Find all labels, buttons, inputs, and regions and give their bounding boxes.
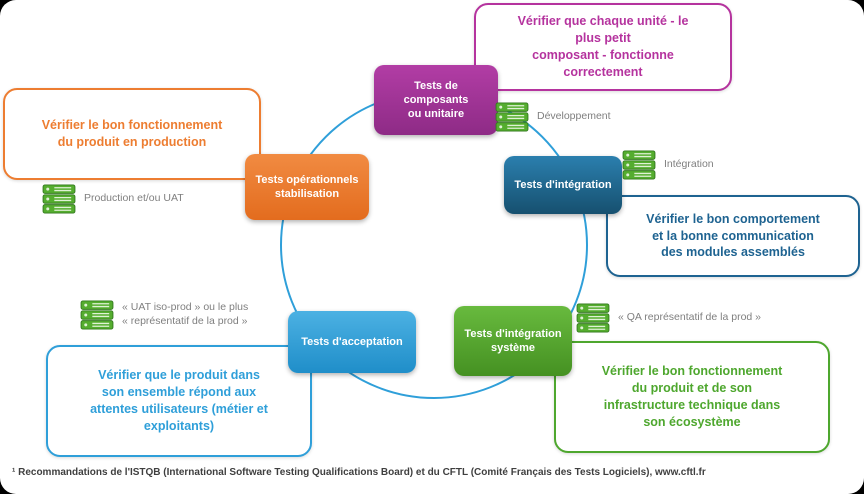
env-qa-label: « QA représentatif de la prod » [618,311,762,324]
node-tests-integration-systeme: Tests d'intégration système [454,306,572,376]
node-tests-acceptation: Tests d'acceptation [288,311,416,373]
callout-composants: Vérifier que chaque unité - le plus peti… [474,3,732,91]
env-production: Production et/ou UAT [42,184,184,214]
node-tests-composants-label: Tests de composants ou unitaire [403,79,469,121]
env-integration-label: Intégration [664,158,714,171]
server-icon [622,150,656,180]
env-uat-label: « UAT iso-prod » ou le plus « représenta… [122,301,249,327]
server-icon [495,102,529,132]
env-integration: Intégration [622,150,714,180]
callout-integration-text: Vérifier le bon comportement et la bonne… [646,211,820,260]
env-qa: « QA représentatif de la prod » [576,303,761,333]
env-developpement-label: Développement [537,110,611,123]
callout-acceptation-text: Vérifier que le produit dans son ensembl… [90,368,268,433]
callout-acceptation: Vérifier que le produit dans son ensembl… [46,345,312,457]
node-tests-operationnels: Tests opérationnels stabilisation [245,154,369,220]
server-icon [80,300,114,330]
callout-integration: Vérifier le bon comportement et la bonne… [606,195,860,277]
node-tests-operationnels-label: Tests opérationnels stabilisation [255,173,359,200]
node-tests-integration-label: Tests d'intégration [514,178,612,191]
callout-integration-systeme: Vérifier le bon fonctionnement du produi… [554,341,830,453]
env-uat: « UAT iso-prod » ou le plus « représenta… [80,300,248,330]
node-tests-integration: Tests d'intégration [504,156,622,214]
callout-composants-text: Vérifier que chaque unité - le plus peti… [517,14,689,79]
callout-operationnels-text: Vérifier le bon fonctionnement du produi… [41,118,223,149]
env-production-label: Production et/ou UAT [84,192,184,205]
footnote: ¹ Recommandations de l'ISTQB (Internatio… [12,467,706,478]
server-icon [576,303,610,333]
node-tests-composants: Tests de composants ou unitaire [374,65,498,135]
server-icon [42,184,76,214]
node-tests-acceptation-label: Tests d'acceptation [301,335,403,348]
env-developpement: Développement [495,102,611,132]
callout-operationnels: Vérifier le bon fonctionnement du produi… [3,88,261,180]
node-tests-integration-systeme-label: Tests d'intégration système [464,327,562,354]
callout-integration-systeme-text: Vérifier le bon fonctionnement du produi… [601,364,783,429]
